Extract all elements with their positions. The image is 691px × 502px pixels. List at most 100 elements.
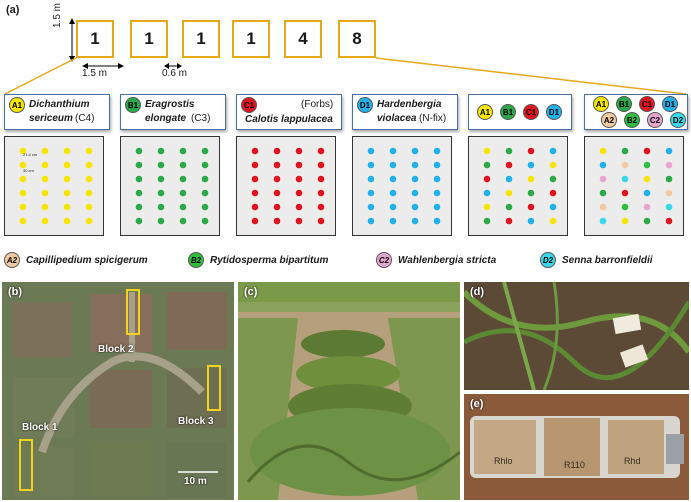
spacing-label-1: 21.4 cm [23,152,38,157]
species-name-line2: violacea [377,113,417,124]
badge-c1: C1 [523,104,539,120]
plant-dot-a1 [19,161,27,169]
plant-dot-c1 [273,203,281,211]
plant-dot-c1 [295,203,303,211]
teabag-sample-photo-art [464,394,689,500]
plant-dot-d1 [527,161,535,169]
plant-dot-a1 [41,203,49,211]
plant-dot-d1 [389,203,397,211]
teabag-sample-photo: (e) Rhlo R110 Rhd [464,394,689,500]
plant-dot-d1 [411,147,419,155]
plant-dot-c1 [527,203,535,211]
plant-dot-b1 [665,175,673,183]
width-dim: 1.5 m [82,68,108,79]
legend-name: Capillipedium spicigerum [26,254,148,266]
badge-a2: A2 [4,252,20,268]
plant-dot-b1 [135,161,143,169]
species-name-line1: Eragrostis [145,99,195,110]
plant-dot-c1 [273,161,281,169]
plant-dot-b1 [505,147,513,155]
plant-dot-a1 [41,175,49,183]
plant-dot-a1 [19,147,27,155]
plant-dot-a1 [19,189,27,197]
grid-dots [599,147,673,225]
plant-dot-a1 [549,161,557,169]
plant-dot-c1 [273,217,281,225]
plant-dot-b1 [201,189,209,197]
plant-dot-a1 [85,217,93,225]
plant-dot-b1 [179,147,187,155]
plant-dot-c1 [317,217,325,225]
aerial-photo: (b) Block 2 Block 3 Block 1 10 m [2,282,234,500]
badge-c1: C1 [241,97,257,113]
plant-dot-a1 [549,217,557,225]
plant-dot-b1 [179,217,187,225]
species-box-c1: C1 (Forbs) Calotis lappulacea [236,94,342,130]
plot-box-3: 1 [182,20,220,58]
plant-dot-a1 [621,217,629,225]
plant-dot-d1 [483,189,491,197]
plant-dot-d1 [433,217,441,225]
plant-dot-b1 [179,203,187,211]
badge-d1: D1 [357,97,373,113]
plant-dot-a1 [85,203,93,211]
plant-dot-a1 [63,175,71,183]
plant-dot-b1 [179,175,187,183]
plot-box-5: 4 [284,20,322,58]
plant-dot-d1 [367,203,375,211]
plant-dot-d1 [411,175,419,183]
plot-box-6: 8 [338,20,376,58]
species-group: (C3) [191,113,211,124]
plant-dot-c1 [295,217,303,225]
plant-dot-c1 [251,189,259,197]
grid-dots [483,147,557,225]
plant-dot-b1 [483,161,491,169]
plant-dot-c1 [251,161,259,169]
grid-dots [135,147,209,225]
plant-dot-b1 [135,189,143,197]
plant-dot-a1 [41,217,49,225]
species-box-d1: D1 Hardenbergia violacea (N-fix) [352,94,458,130]
plant-dot-b1 [157,175,165,183]
plant-dot-c1 [251,217,259,225]
grid-a1: 21.4 cm 30 cm [4,136,104,236]
badge-a2: A2 [601,112,617,128]
plant-dot-b1 [201,147,209,155]
legend-name: Rytidosperma bipartitum [210,254,329,266]
plant-dot-c2 [665,161,673,169]
badge-d1: D1 [662,96,678,112]
plant-dot-b1 [157,147,165,155]
plant-dot-d1 [433,161,441,169]
plant-dot-b1 [157,189,165,197]
plant-dot-b2 [621,203,629,211]
gap-dim: 0.6 m [162,68,188,79]
badge-d2: D2 [540,252,556,268]
plant-dot-c1 [621,189,629,197]
plant-dot-b1 [201,203,209,211]
legend-b2: B2 Rytidosperma bipartitum [188,252,328,268]
plant-dot-b1 [135,217,143,225]
plant-dot-d1 [505,175,513,183]
species-name-line2: elongate [145,113,187,124]
plant-dot-b1 [157,217,165,225]
plant-dot-d1 [549,203,557,211]
plant-dot-b1 [527,189,535,197]
plant-dot-c1 [549,189,557,197]
panel-d-label: (d) [470,286,485,298]
badge-b1: B1 [616,96,632,112]
field-photo: (c) [238,282,460,500]
teabag-tag-3: Rhd [624,456,641,466]
plant-dot-c1 [505,161,513,169]
panel-e-label: (e) [470,398,484,410]
species-box-mix8: A1 B1 C1 D1 A2 B2 C2 D2 [584,94,688,130]
plant-dot-d1 [433,189,441,197]
plant-dot-b1 [157,203,165,211]
legend-name: Wahlenbergia stricta [398,254,497,266]
block-2-label: Block 2 [98,344,134,355]
legend-d2: D2 Senna barronfieldii [540,252,653,268]
plant-dot-a1 [19,175,27,183]
legend-name: Senna barronfieldii [562,254,653,266]
plant-dot-d1 [411,217,419,225]
plant-dot-d1 [389,147,397,155]
plant-dot-c1 [527,147,535,155]
